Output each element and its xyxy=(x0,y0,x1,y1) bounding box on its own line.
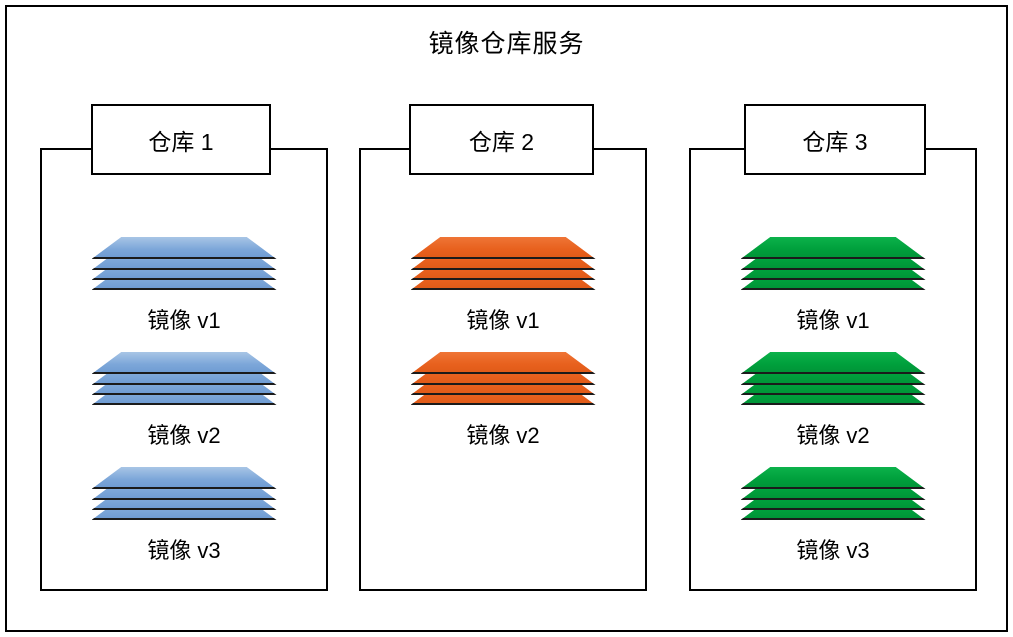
layer-stack xyxy=(410,352,596,405)
image-layer-face xyxy=(91,467,277,489)
image-layer-edge xyxy=(740,278,926,280)
image-layer-edge xyxy=(740,288,926,290)
image-layer-edge xyxy=(740,487,926,489)
image-layer-edge xyxy=(91,288,277,290)
image-layer-edge xyxy=(91,498,277,500)
image-stack-3-2[interactable]: 镜像 v2 xyxy=(733,352,933,450)
image-layer-edge xyxy=(740,518,926,520)
layer-stack xyxy=(740,352,926,405)
image-layer-edge xyxy=(91,278,277,280)
layer-stack xyxy=(91,237,277,290)
image-layer-edge xyxy=(91,403,277,405)
image-layer xyxy=(410,352,596,374)
image-layer-edge xyxy=(410,383,596,385)
image-layer xyxy=(740,352,926,374)
image-stack-3-1[interactable]: 镜像 v1 xyxy=(733,237,933,335)
image-layer-edge xyxy=(740,268,926,270)
page-title: 镜像仓库服务 xyxy=(428,30,585,58)
layer-stack xyxy=(740,237,926,290)
layer-stack xyxy=(91,352,277,405)
image-layer-face xyxy=(740,352,926,374)
image-layer xyxy=(740,237,926,259)
repository-header-2[interactable]: 仓库 2 xyxy=(409,104,594,175)
image-layer xyxy=(91,467,277,489)
repository-label-2: 仓库 2 xyxy=(468,128,535,155)
image-layer-edge xyxy=(410,268,596,270)
repository-label-3: 仓库 3 xyxy=(802,128,868,155)
image-layer xyxy=(91,237,277,259)
image-layer-face xyxy=(740,467,926,489)
image-layer-edge xyxy=(91,268,277,270)
image-label: 镜像 v3 xyxy=(147,538,221,563)
image-layer-face xyxy=(91,237,277,259)
image-layer-edge xyxy=(91,487,277,489)
image-layer-edge xyxy=(91,257,277,259)
image-layer xyxy=(91,352,277,374)
image-layer xyxy=(740,467,926,489)
repository-header-3[interactable]: 仓库 3 xyxy=(744,104,926,175)
image-label: 镜像 v2 xyxy=(796,423,870,448)
image-layer-edge xyxy=(740,383,926,385)
image-layer-edge xyxy=(410,257,596,259)
image-stack-1-1[interactable]: 镜像 v1 xyxy=(84,237,284,335)
image-layer-edge xyxy=(91,518,277,520)
image-label: 镜像 v1 xyxy=(147,308,221,333)
image-stack-1-3[interactable]: 镜像 v3 xyxy=(84,467,284,565)
image-layer-edge xyxy=(91,372,277,374)
image-layer-edge xyxy=(410,372,596,374)
image-label: 镜像 v2 xyxy=(466,423,540,448)
image-layer-edge xyxy=(740,498,926,500)
image-label: 镜像 v1 xyxy=(796,308,870,333)
image-stack-2-2[interactable]: 镜像 v2 xyxy=(403,352,603,450)
repository-label-1: 仓库 1 xyxy=(148,128,214,155)
image-layer-edge xyxy=(410,393,596,395)
repository-header-1[interactable]: 仓库 1 xyxy=(91,104,271,175)
image-layer-edge xyxy=(740,508,926,510)
image-stack-3-3[interactable]: 镜像 v3 xyxy=(733,467,933,565)
layer-stack xyxy=(410,237,596,290)
image-layer-face xyxy=(740,237,926,259)
image-layer-edge xyxy=(740,257,926,259)
layer-stack xyxy=(740,467,926,520)
image-layer-edge xyxy=(410,403,596,405)
image-layer-edge xyxy=(91,383,277,385)
image-layer-edge xyxy=(740,372,926,374)
image-layer-edge xyxy=(410,288,596,290)
image-layer-edge xyxy=(410,278,596,280)
image-label: 镜像 v3 xyxy=(796,538,870,563)
image-layer-edge xyxy=(740,403,926,405)
image-layer-edge xyxy=(91,393,277,395)
image-stack-1-2[interactable]: 镜像 v2 xyxy=(84,352,284,450)
image-layer-face xyxy=(410,352,596,374)
image-layer-face xyxy=(410,237,596,259)
image-label: 镜像 v2 xyxy=(147,423,221,448)
image-layer-edge xyxy=(91,508,277,510)
image-stack-2-1[interactable]: 镜像 v1 xyxy=(403,237,603,335)
layer-stack xyxy=(91,467,277,520)
image-layer xyxy=(410,237,596,259)
image-layer-edge xyxy=(740,393,926,395)
image-label: 镜像 v1 xyxy=(466,308,540,333)
image-layer-face xyxy=(91,352,277,374)
